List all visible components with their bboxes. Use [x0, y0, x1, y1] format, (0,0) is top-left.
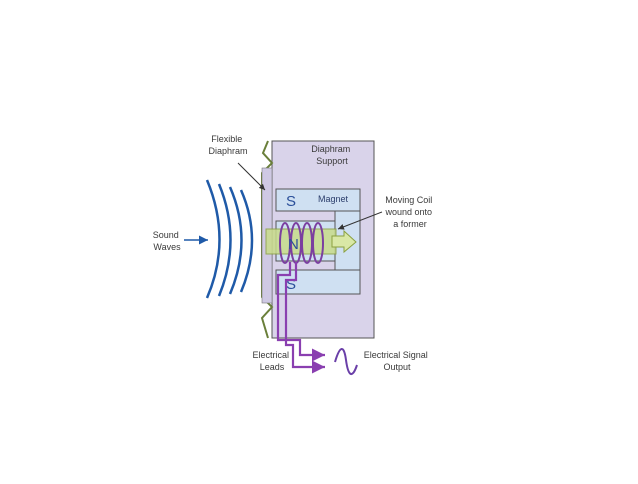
- moving-coil-label: Moving Coil wound onto a former: [384, 195, 434, 229]
- pole-middle-label: N: [288, 236, 299, 253]
- electrical-leads: [276, 262, 325, 374]
- motion-arrow: [331, 229, 357, 254]
- magnet-top-block: [275, 188, 361, 212]
- signal-waveform-icon: [334, 348, 358, 375]
- diaphram-pointer: [237, 162, 266, 191]
- coil-pointer: [337, 211, 383, 230]
- electrical-signal-output-label: Electrical Signal Output: [364, 350, 431, 372]
- pole-top-label: S: [286, 193, 296, 210]
- sound-waves-label: Sound Waves: [153, 230, 182, 252]
- sound-waves-icon: [205, 179, 254, 299]
- pole-bottom-label: S: [286, 276, 296, 293]
- magnet-label: Magnet: [318, 194, 349, 204]
- electrical-leads-label: Electrical Leads: [252, 350, 291, 372]
- diaphram-support-label: Diaphram Support: [311, 144, 353, 166]
- flexible-diaphram-label: Flexible Diaphram: [208, 134, 247, 156]
